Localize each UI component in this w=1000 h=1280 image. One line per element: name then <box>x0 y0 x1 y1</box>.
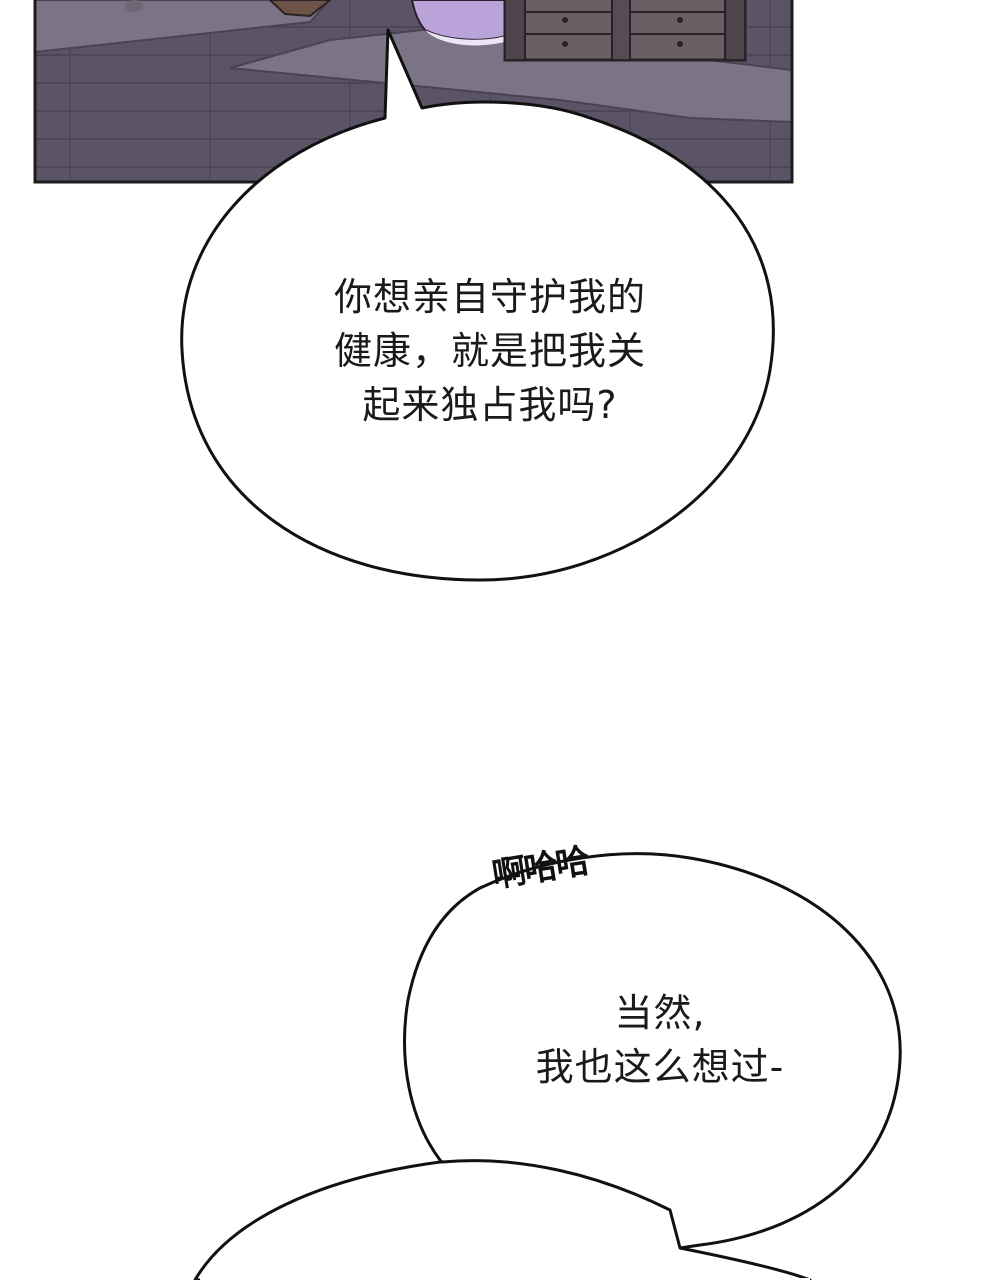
dress-underskirt <box>425 30 512 46</box>
speech-bubble-1-text: 你想亲自守护我的 健康，就是把我关 起来独占我吗? <box>240 270 740 432</box>
bubble-2-line-2: 我也这么想过- <box>535 1045 785 1089</box>
speech-bubble-2 <box>403 852 902 1250</box>
top-panel <box>35 0 792 182</box>
rug-left <box>35 0 332 54</box>
bubble-1-line-3: 起来独占我吗? <box>362 383 618 427</box>
floor-pebble <box>125 0 143 12</box>
bubble-1-line-2: 健康，就是把我关 <box>333 329 646 373</box>
speech-bubble-1 <box>180 28 775 582</box>
bubble-1-line-1: 你想亲自守护我的 <box>333 275 646 319</box>
chest <box>503 0 747 62</box>
speech-bubble-2-text: 当然, 我也这么想过- <box>470 986 850 1094</box>
brown-item <box>268 0 332 18</box>
bubble-2-line-1: 当然, <box>614 991 706 1035</box>
speech-bubble-3 <box>193 1159 812 1280</box>
